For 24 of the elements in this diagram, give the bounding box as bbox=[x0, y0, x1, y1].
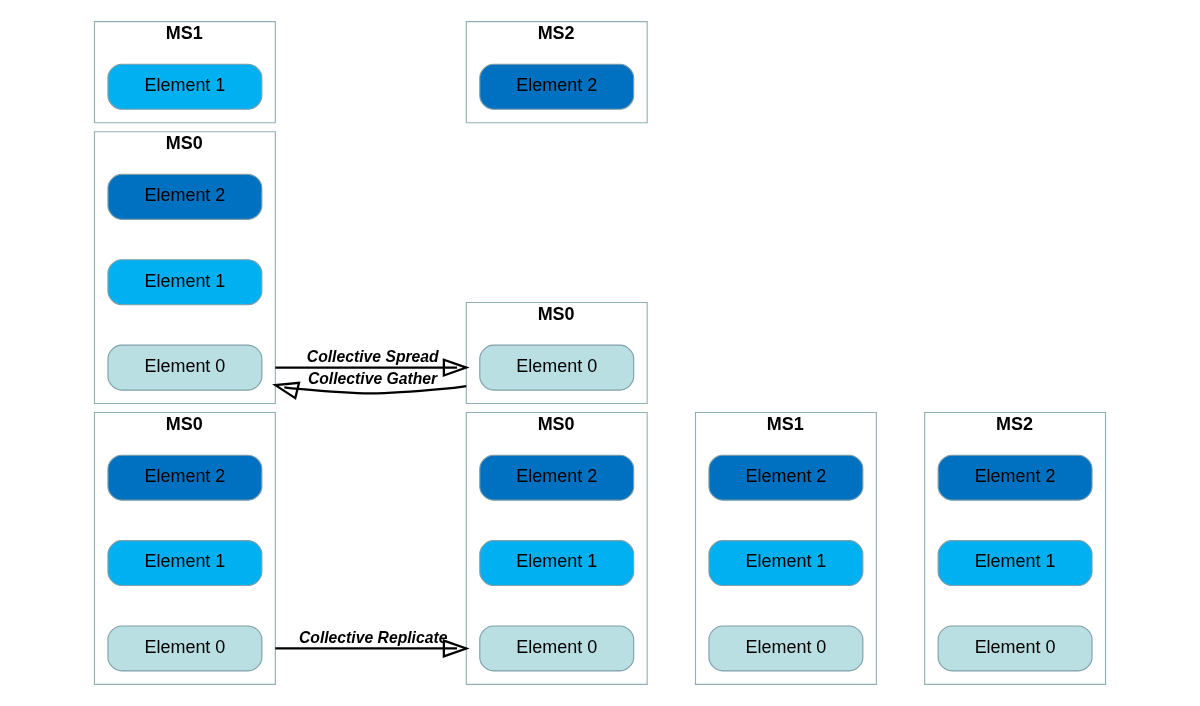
node-box: Element 0 bbox=[479, 625, 635, 672]
node-box: Element 0 bbox=[937, 625, 1093, 672]
node-box: Element 2 bbox=[479, 63, 635, 110]
node-box: Element 2 bbox=[107, 173, 263, 220]
node-box: Element 1 bbox=[937, 540, 1093, 587]
node-box: Element 0 bbox=[479, 344, 635, 391]
arrow bbox=[275, 358, 470, 378]
node-box: Element 2 bbox=[708, 454, 864, 501]
edge-label: Collective Gather bbox=[307, 369, 438, 387]
node-box: Element 1 bbox=[107, 63, 263, 110]
node-box: Element 2 bbox=[107, 454, 263, 501]
edge-label: Collective Spread bbox=[306, 348, 439, 366]
node-box: Element 2 bbox=[937, 454, 1093, 501]
arrow bbox=[272, 381, 467, 400]
node-box: Element 1 bbox=[479, 540, 635, 587]
node-box: Element 1 bbox=[107, 540, 263, 587]
edge-label: Collective Replicate bbox=[298, 629, 448, 647]
arrow bbox=[275, 639, 470, 658]
node-box: Element 0 bbox=[107, 344, 263, 391]
node-box: Element 1 bbox=[107, 259, 263, 306]
node-box: Element 1 bbox=[708, 540, 864, 587]
node-box: Element 0 bbox=[708, 625, 864, 672]
node-box: Element 2 bbox=[479, 454, 635, 501]
node-box: Element 0 bbox=[107, 625, 263, 672]
